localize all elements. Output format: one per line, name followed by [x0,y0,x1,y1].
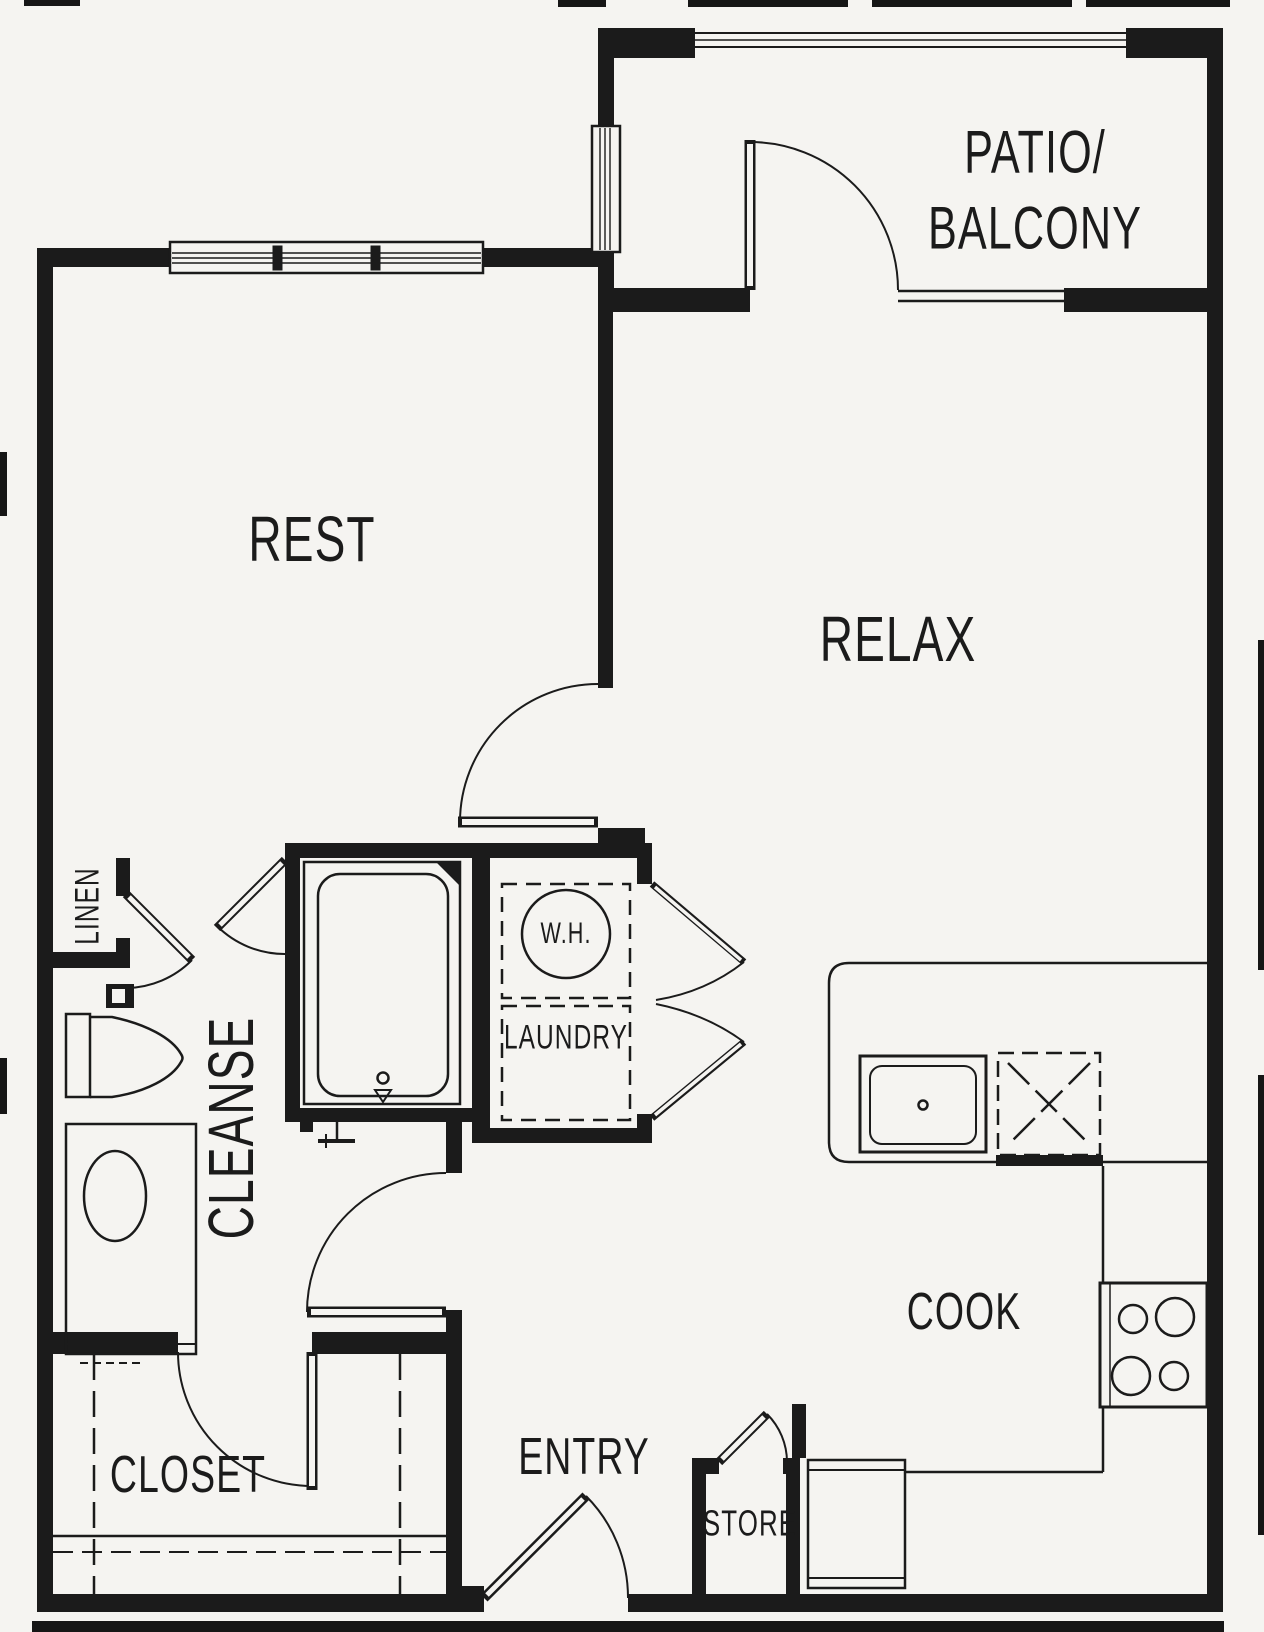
room-label-cook: COOK [906,1283,1022,1342]
kitchen-sink-icon [858,1054,988,1154]
wall [628,1594,1223,1612]
wall [692,1458,706,1594]
wall [637,1114,652,1128]
bathtub-icon [300,860,462,1148]
water-heater-icon [520,888,612,980]
wall [446,1586,484,1596]
label-water-heater: W.H. [540,916,592,950]
bifold-door-icon [649,881,747,1121]
room-label-store: STORE [702,1502,798,1544]
room-label-laundry: LAUNDRY [503,1018,629,1057]
wall [483,248,614,267]
room-label-closet: CLOSET [109,1446,267,1505]
door-swing-icon [744,140,899,291]
room-label-patio-line1: PATIO/ [964,118,1106,186]
walls-layer [37,28,1223,1612]
window-icon [168,240,485,275]
door-swing-icon [122,890,196,989]
door-swing-icon [458,683,599,828]
wall [285,843,652,858]
windows-layer [168,32,1126,303]
wall [598,28,695,58]
dishwasher-dashed-icon [996,1051,1102,1157]
wall [598,267,613,688]
door-swing-icon [715,1410,788,1466]
wall [786,1458,800,1594]
wall [1064,288,1207,312]
window-icon [590,124,622,254]
wall [1126,28,1223,58]
room-label-rest: REST [248,503,376,576]
door-swing-icon [213,856,289,956]
room-label-cleanse: CLEANSE [195,1016,268,1240]
door-post [112,989,125,1003]
door-swing-icon [306,1172,447,1318]
wall [285,1108,472,1122]
range-burners-icon [1098,1281,1209,1409]
wall [116,938,130,954]
doors-layer [122,140,899,1602]
toilet-icon [64,1012,184,1099]
wall [598,828,645,843]
wall [37,248,53,1612]
door-swing-icon [480,1492,630,1602]
wall [472,858,490,1128]
closet-shelf-dashed-icon [53,1354,446,1594]
wall [692,1458,719,1474]
refrigerator-icon [806,1458,907,1590]
wall [116,858,130,896]
room-label-patio-line2: BALCONY [927,194,1143,262]
wall [598,288,750,312]
patio-floor-edge [898,289,1064,303]
wall [312,1332,462,1354]
wall [37,248,170,267]
wall [1207,28,1223,1612]
room-label-relax: RELAX [819,603,977,676]
wall [285,858,300,1122]
vanity-sink-icon [64,1122,198,1364]
wall [472,1128,652,1143]
fixtures-layer [53,860,1209,1594]
wall [446,1122,462,1173]
door-swing-icon [177,1351,318,1490]
wall [37,1594,484,1612]
room-label-entry: ENTRY [518,1428,650,1487]
wall [446,1310,462,1612]
room-label-linen: LINEN [68,867,107,945]
patio-railing-icon [695,32,1126,48]
wall [637,858,652,884]
wall [53,952,130,968]
wall [792,1404,806,1458]
